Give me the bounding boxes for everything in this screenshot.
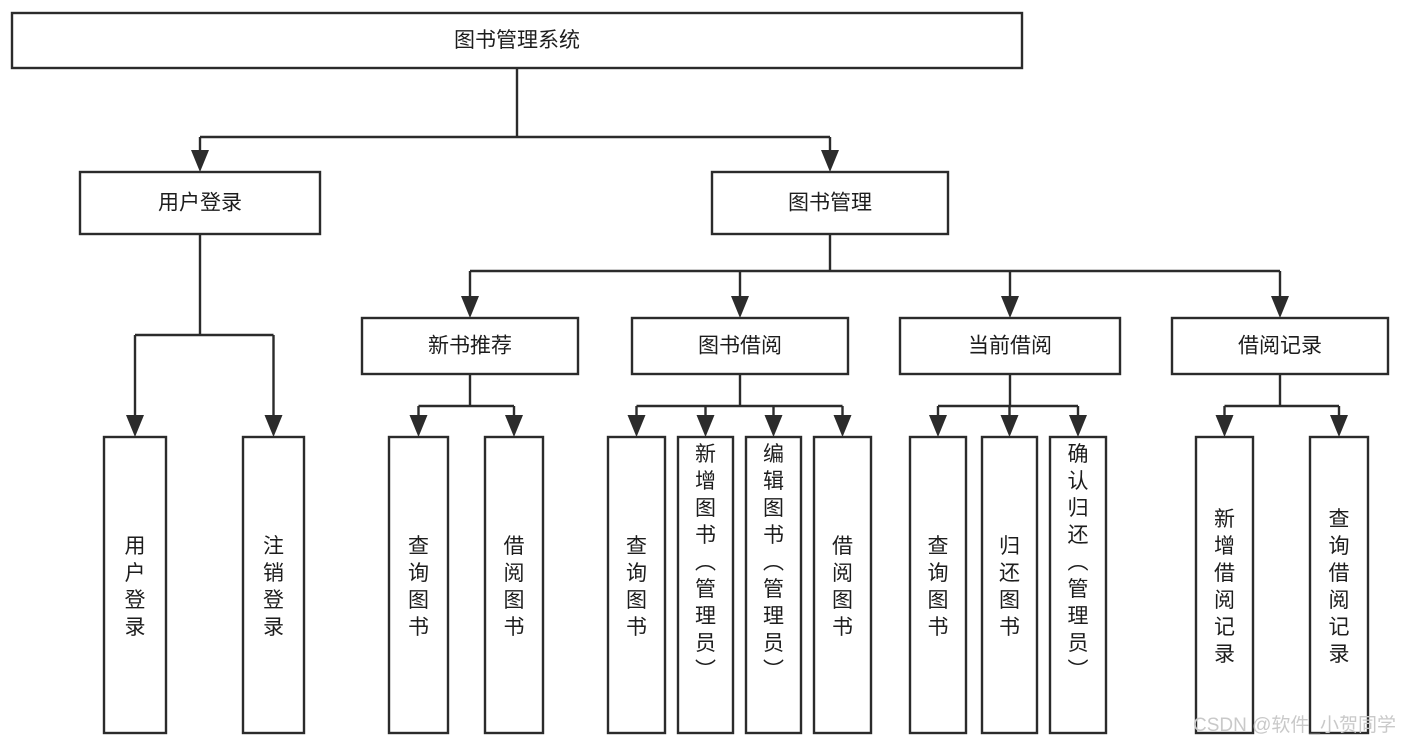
arrow-head-icon-level3-0: [461, 296, 479, 318]
arrow-head-icon-leaf-query-record: [1330, 415, 1348, 437]
node-leaf-query-record-label: 查询借阅记录: [1329, 508, 1350, 666]
arrow-head-icon-leaf-add-record: [1215, 415, 1234, 437]
node-leaf-confirm-return-label: 确认归还︵管理员︶: [1068, 443, 1089, 682]
node-leaf-query-record-box[interactable]: [1308, 435, 1370, 735]
arrow-head-icon-leaf-confirm-return: [1069, 415, 1087, 437]
node-leaf-add-book-label: 新增图书︵管理员︶: [695, 443, 716, 682]
arrow-head-icon-leaf-query-book-1: [409, 415, 428, 437]
arrow-head-icon-leaf-add-book: [696, 415, 715, 437]
node-level3-new-book-recommend-box[interactable]: [360, 316, 580, 376]
node-level3-current-borrow-label: 当前借阅: [968, 335, 1052, 358]
node-leaf-add-record-box[interactable]: [1194, 435, 1255, 735]
node-root-label: 图书管理系统: [454, 29, 580, 52]
node-leaf-logout-login-box[interactable]: [241, 435, 306, 735]
arrow-head-icon-leaf-borrow-book-2: [833, 415, 852, 437]
node-level2-book-manage-label: 图书管理: [788, 192, 872, 215]
arrow-head-icon-level3-3: [1271, 296, 1289, 318]
nodes-layer: 图书管理系统用户登录图书管理新书推荐图书借阅当前借阅借阅记录用户登录注销登录查询…: [10, 11, 1390, 735]
node-leaf-user-login-box[interactable]: [102, 435, 168, 735]
node-leaf-query-book-1-box[interactable]: [387, 435, 450, 735]
node-leaf-confirm-return-box[interactable]: [1048, 435, 1108, 735]
arrow-head-icon-level3-1: [731, 296, 749, 318]
node-leaf-borrow-book-1-box[interactable]: [483, 435, 545, 735]
arrow-head-icon-leaf-query-book-2: [627, 415, 646, 437]
arrow-head-icon-leaf-query-book-3: [929, 415, 947, 437]
node-leaf-return-book-box[interactable]: [980, 435, 1039, 735]
connectors-layer: [126, 68, 1348, 437]
node-leaf-query-book-2-label: 查询图书: [626, 535, 647, 639]
node-level3-borrow-record-label: 借阅记录: [1238, 335, 1322, 358]
node-leaf-edit-book-box[interactable]: [744, 435, 803, 735]
node-leaf-borrow-book-2-label: 借阅图书: [832, 535, 853, 639]
node-level3-current-borrow-box[interactable]: [898, 316, 1122, 376]
node-leaf-add-record-label: 新增借阅记录: [1214, 508, 1235, 666]
node-leaf-add-book-box[interactable]: [676, 435, 735, 735]
csdn-watermark: CSDN @软件_小贺同学: [1193, 714, 1396, 736]
node-level2-user-login-box[interactable]: [78, 170, 322, 236]
node-level3-book-borrow-box[interactable]: [630, 316, 850, 376]
node-leaf-borrow-book-1-label: 借阅图书: [504, 535, 525, 639]
node-level3-new-book-recommend-label: 新书推荐: [428, 335, 512, 358]
arrow-head-icon-level2-0: [191, 150, 209, 172]
node-leaf-query-book-3-box[interactable]: [908, 435, 968, 735]
arrow-head-icon-leaf-user-login: [126, 415, 144, 437]
arrow-head-icon-leaf-borrow-book-1: [505, 415, 523, 437]
node-leaf-edit-book-label: 编辑图书︵管理员︶: [763, 443, 784, 682]
node-leaf-return-book-label: 归还图书: [999, 535, 1020, 639]
node-leaf-user-login-label: 用户登录: [125, 535, 146, 639]
node-level2-user-login-label: 用户登录: [158, 192, 242, 215]
arrow-head-icon-level2-1: [821, 150, 839, 172]
node-level3-borrow-record-box[interactable]: [1170, 316, 1390, 376]
node-leaf-query-book-1-label: 查询图书: [408, 535, 429, 639]
node-leaf-query-book-3-label: 查询图书: [928, 535, 949, 639]
node-level2-book-manage-box[interactable]: [710, 170, 950, 236]
arrow-head-icon-level3-2: [1001, 296, 1019, 318]
node-leaf-query-book-2-box[interactable]: [606, 435, 667, 735]
arrow-head-icon-leaf-return-book: [1000, 415, 1019, 437]
node-level3-book-borrow-label: 图书借阅: [698, 335, 782, 358]
arrow-head-icon-leaf-logout-login: [264, 415, 283, 437]
node-root-box[interactable]: [10, 11, 1024, 70]
node-leaf-borrow-book-2-box[interactable]: [812, 435, 873, 735]
node-leaf-logout-login-label: 注销登录: [263, 535, 284, 639]
arrow-head-icon-leaf-edit-book: [764, 415, 783, 437]
